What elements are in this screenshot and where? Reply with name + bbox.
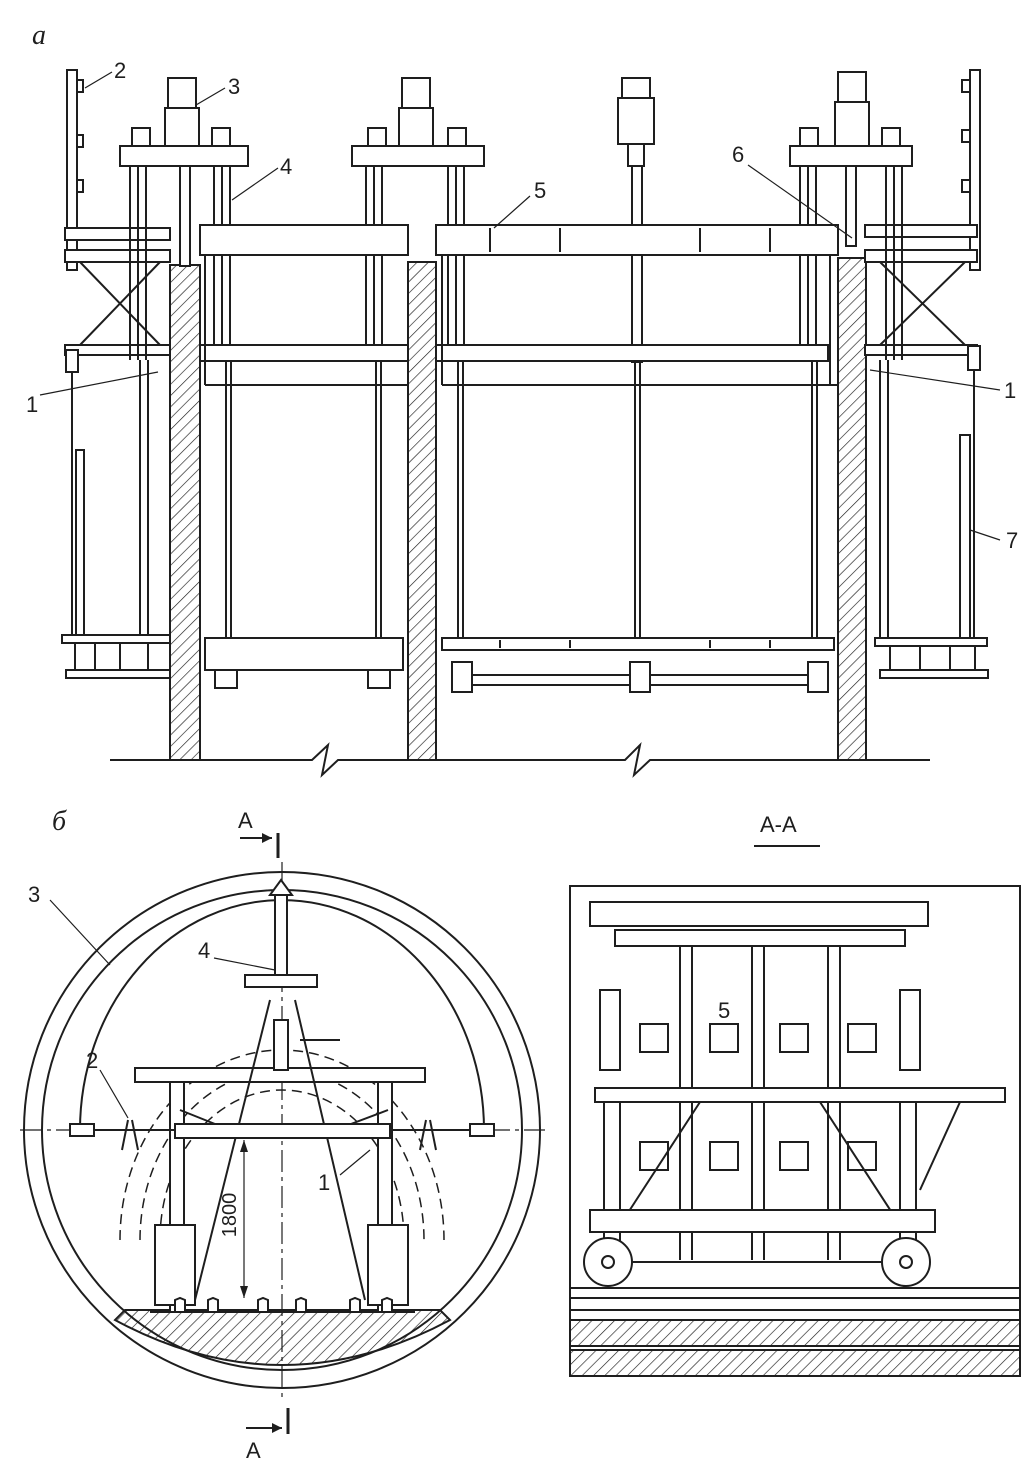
jack-unit-center [617, 77, 655, 363]
callout-2: 2 [114, 58, 126, 83]
main-beam [594, 1087, 1006, 1103]
side-jack-right [899, 989, 921, 1071]
ground-hatch-1 [569, 1319, 1021, 1347]
callout-4: 4 [280, 154, 292, 179]
top-beam [589, 901, 929, 927]
svg-text:А: А [238, 808, 253, 833]
view-b-title: б [52, 806, 67, 837]
jack-unit-left [119, 77, 249, 360]
leader-2 [84, 71, 113, 89]
callout-6: 6 [732, 142, 744, 167]
leader-b2 [99, 1069, 129, 1119]
leader-5 [493, 195, 531, 229]
leader-1-right [869, 369, 1001, 391]
view-a-title: а [32, 20, 46, 51]
right-platform [864, 69, 989, 679]
svg-text:А: А [246, 1438, 261, 1463]
jack-unit-middle [351, 77, 485, 360]
wall-middle [407, 261, 437, 761]
view-b-cross-section: б А А [20, 806, 545, 1463]
callout-b2: 2 [86, 1048, 98, 1073]
view-a-elevation: а [26, 20, 1018, 778]
leader-6 [747, 164, 853, 239]
section-aa-frame [569, 885, 1021, 1377]
callout-b4: 4 [198, 938, 210, 963]
dimension-1800: 1800 [219, 1140, 248, 1298]
leader-4 [231, 167, 279, 201]
callout-3: 3 [228, 74, 240, 99]
wall-left [169, 264, 201, 761]
section-mark-bottom: А [246, 1408, 290, 1463]
section-mark-top: А [238, 808, 280, 858]
carriage-frame [589, 1209, 936, 1233]
rail-line [569, 1287, 1021, 1299]
jack-unit-right [789, 71, 913, 360]
leader-b1 [339, 1149, 371, 1176]
callout-7: 7 [1006, 528, 1018, 553]
side-jack-left [599, 989, 621, 1071]
leader-7 [969, 529, 1001, 541]
formwork-right-bay [435, 224, 839, 693]
rails [174, 1296, 393, 1313]
callout-1-right: 1 [1004, 378, 1016, 403]
callout-1-left: 1 [26, 392, 38, 417]
leader-3 [195, 87, 226, 106]
callout-aa-5: 5 [718, 998, 730, 1023]
leader-b4 [213, 957, 276, 971]
ground-line [110, 741, 930, 778]
formwork-left-bay [199, 224, 409, 689]
wall-right [837, 257, 867, 761]
callout-b1: 1 [318, 1170, 330, 1195]
callout-b3: 3 [28, 882, 40, 907]
leader-b3 [49, 899, 111, 966]
leader-1-left [39, 371, 159, 396]
section-aa-title: А-А [760, 812, 797, 837]
svg-text:1800: 1800 [219, 1193, 241, 1238]
ground-hatch-2 [569, 1349, 1021, 1377]
form-carriage [69, 878, 495, 1313]
callout-5: 5 [534, 178, 546, 203]
section-aa: А-А [569, 812, 1021, 1377]
